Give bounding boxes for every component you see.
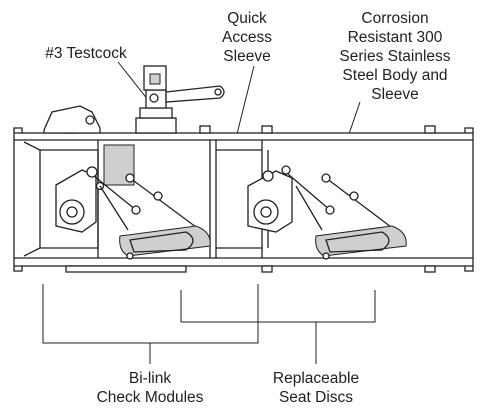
bracket-bilink-check-modules xyxy=(42,284,259,364)
testcock-handle xyxy=(165,85,225,103)
label-quick-access-line3: Sleeve xyxy=(223,48,270,65)
bracket-replaceable-seat-discs xyxy=(180,290,376,364)
label-bilink-line2: Check Modules xyxy=(97,389,204,406)
label-corrosion-line1: Corrosion xyxy=(361,10,428,27)
label-bilink-line1: Bi-link xyxy=(129,370,171,387)
label-quick-access-sleeve: Quick Access Sleeve xyxy=(222,10,272,65)
label-corrosion-line3: Series Stainless xyxy=(339,48,450,65)
label-bilink-check-modules: Bi-link Check Modules xyxy=(97,370,204,406)
label-corrosion-resistant-body: Corrosion Resistant 300 Series Stainless… xyxy=(339,10,450,103)
testcock-assembly xyxy=(103,65,225,186)
hinge-pin xyxy=(86,166,98,178)
label-replaceable-seat-discs: Replaceable Seat Discs xyxy=(273,370,359,406)
label-corrosion-line4: Steel Body and xyxy=(342,67,447,84)
testcock-base xyxy=(135,117,177,134)
label-corrosion-line2: Resistant 300 xyxy=(348,29,443,46)
check-module-2 xyxy=(247,165,407,260)
check-module-1 xyxy=(55,166,211,260)
label-seat-discs-line1: Replaceable xyxy=(273,370,359,387)
label-corrosion-line5: Sleeve xyxy=(371,86,418,103)
mounting-bracket xyxy=(43,105,101,134)
label-quick-access-line1: Quick xyxy=(227,10,267,27)
hinge-pin-2 xyxy=(262,170,274,182)
label-testcock: #3 Testcock xyxy=(45,45,127,62)
label-quick-access-line2: Access xyxy=(222,29,272,46)
label-seat-discs-line2: Seat Discs xyxy=(279,389,353,406)
